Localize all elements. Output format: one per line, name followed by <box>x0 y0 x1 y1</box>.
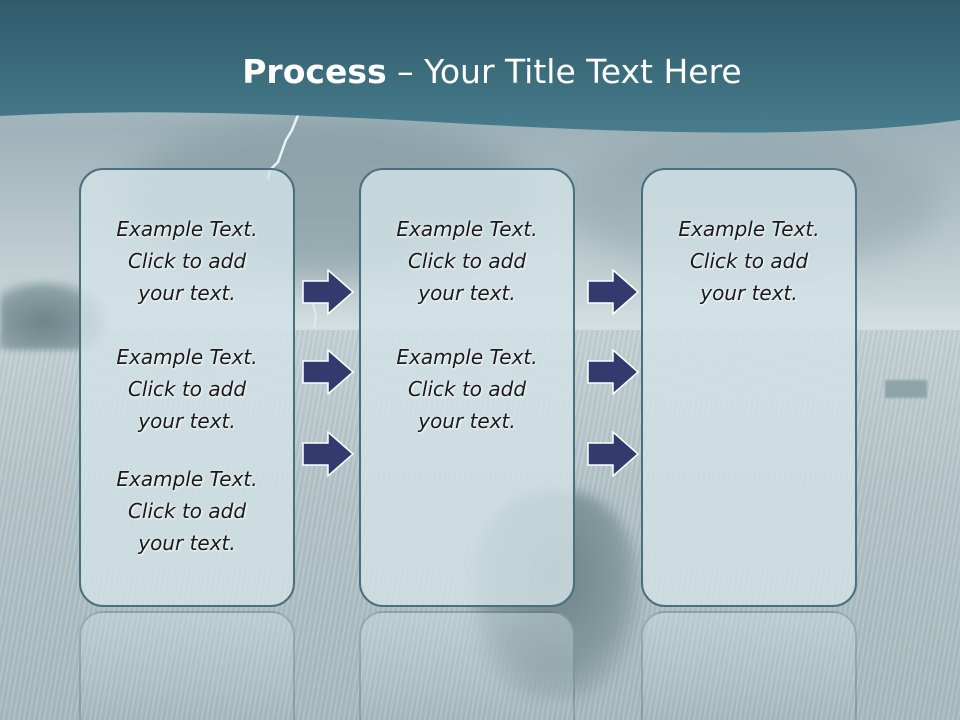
text-line: your text. <box>138 281 236 305</box>
process-box-3[interactable]: Example Text. Click to add your text. <box>641 168 857 607</box>
box-reflection <box>79 611 295 720</box>
right-arrow-icon[interactable] <box>302 349 354 395</box>
text-line: your text. <box>418 409 516 433</box>
text-line: Click to add <box>407 249 527 273</box>
text-line: Click to add <box>689 249 809 273</box>
process-box-2[interactable]: Example Text. Click to add your text. Ex… <box>359 168 575 607</box>
text-line: Example Text. <box>396 345 538 369</box>
text-block[interactable]: Example Text. Click to add your text. <box>81 341 293 437</box>
title-rest: – Your Title Text Here <box>386 52 742 91</box>
title-bold: Process <box>242 52 387 91</box>
text-line: your text. <box>700 281 798 305</box>
text-line: Click to add <box>407 377 527 401</box>
text-line: your text. <box>138 531 236 555</box>
text-block[interactable]: Example Text. Click to add your text. <box>361 213 573 309</box>
text-block[interactable]: Example Text. Click to add your text. <box>361 341 573 437</box>
distant-barn <box>885 380 927 398</box>
text-line: your text. <box>418 281 516 305</box>
box-reflection <box>641 611 857 720</box>
right-arrow-icon[interactable] <box>302 431 354 477</box>
text-line: Example Text. <box>116 467 258 491</box>
right-arrow-icon[interactable] <box>302 269 354 315</box>
slide-title[interactable]: Process – Your Title Text Here <box>0 52 960 91</box>
title-banner <box>0 0 960 133</box>
box-reflection <box>359 611 575 720</box>
text-line: Click to add <box>127 249 247 273</box>
text-block[interactable]: Example Text. Click to add your text. <box>81 213 293 309</box>
process-box-1[interactable]: Example Text. Click to add your text. Ex… <box>79 168 295 607</box>
text-line: Example Text. <box>116 217 258 241</box>
right-arrow-icon[interactable] <box>587 269 639 315</box>
text-block[interactable]: Example Text. Click to add your text. <box>643 213 855 309</box>
text-block[interactable]: Example Text. Click to add your text. <box>81 463 293 559</box>
text-line: Click to add <box>127 499 247 523</box>
right-arrow-icon[interactable] <box>587 431 639 477</box>
text-line: Example Text. <box>396 217 538 241</box>
text-line: your text. <box>138 409 236 433</box>
text-line: Example Text. <box>116 345 258 369</box>
text-line: Click to add <box>127 377 247 401</box>
text-line: Example Text. <box>678 217 820 241</box>
right-arrow-icon[interactable] <box>587 349 639 395</box>
